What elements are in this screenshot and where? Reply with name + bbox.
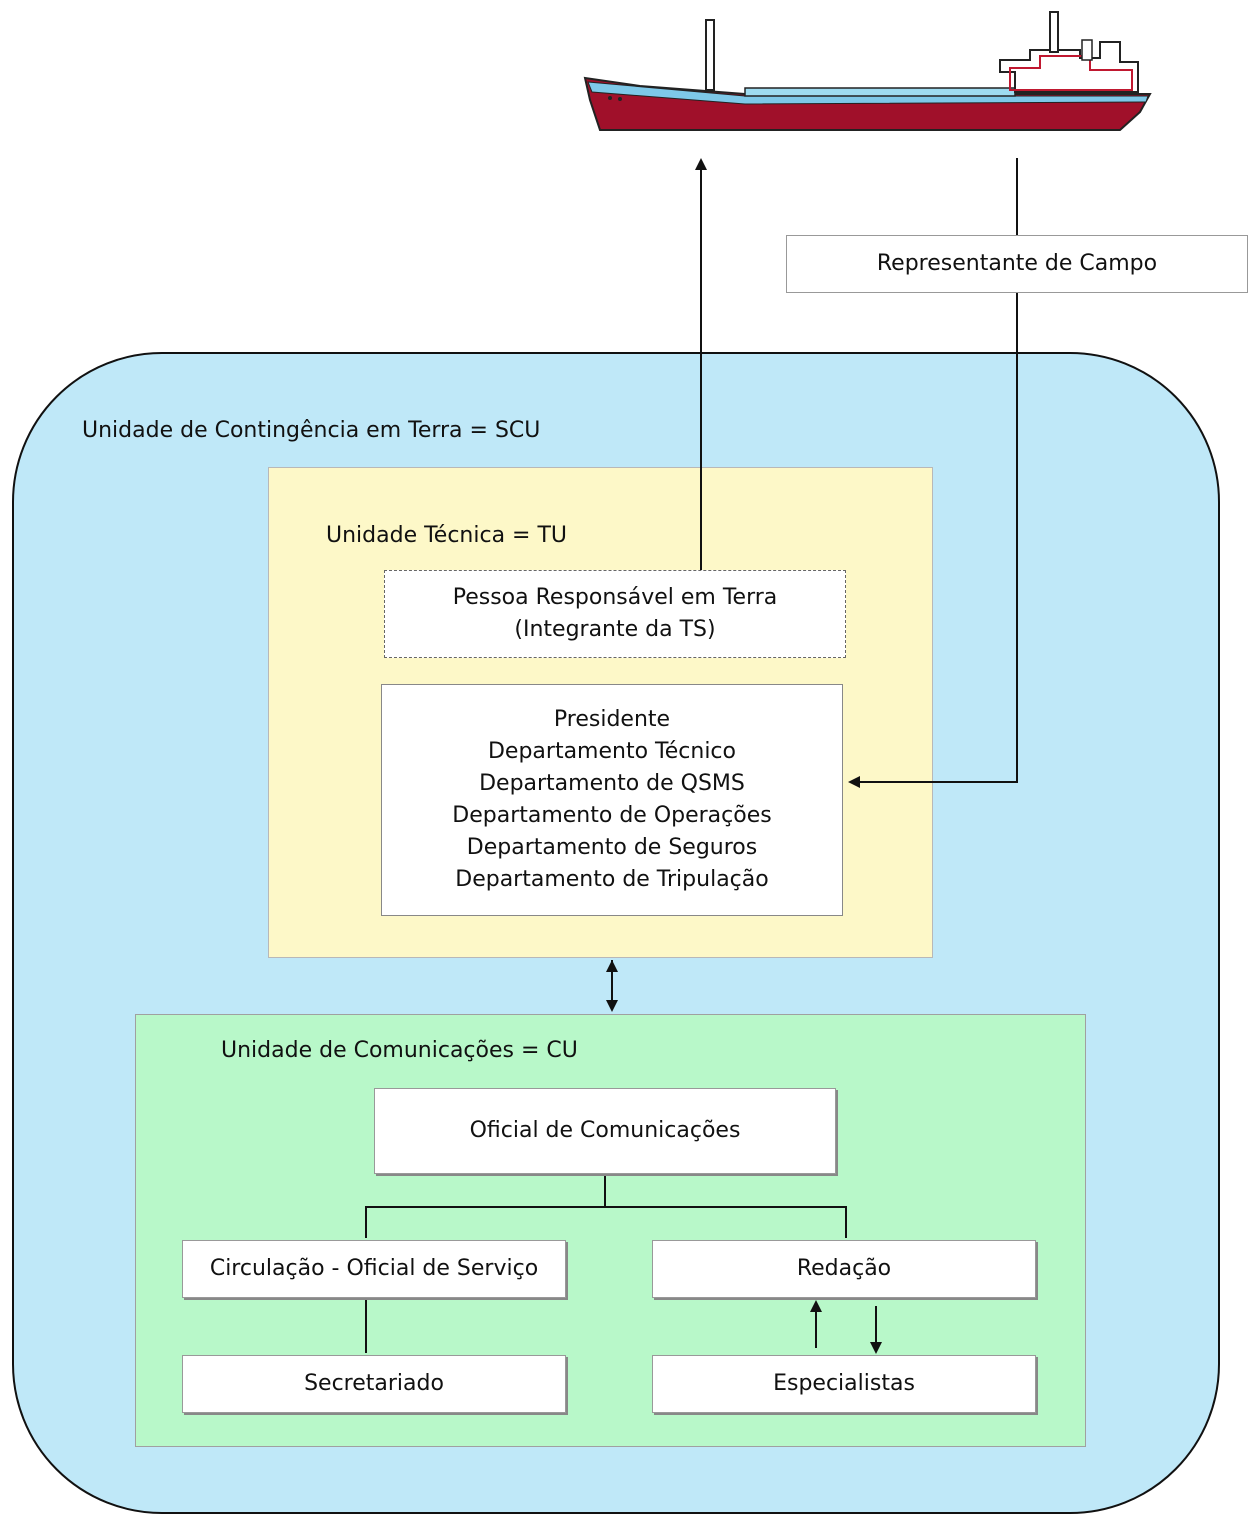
tanker-ship-icon bbox=[583, 11, 1152, 131]
tu-title: Unidade Técnica = TU bbox=[326, 523, 568, 548]
secretariat-box: Secretariado bbox=[182, 1355, 566, 1413]
department-item: Departamento de Seguros bbox=[466, 835, 758, 860]
department-item: Departamento de Operações bbox=[452, 803, 772, 828]
scu-title: Unidade de Contingência em Terra = SCU bbox=[82, 418, 541, 443]
field-representative-label: Representante de Campo bbox=[876, 251, 1158, 276]
department-item: Departamento de Tripulação bbox=[455, 867, 769, 892]
responsible-person-box: Pessoa Responsável em Terra (Integrante … bbox=[384, 570, 846, 658]
writing-label: Redação bbox=[796, 1256, 892, 1281]
communications-officer-label: Oficial de Comunicações bbox=[469, 1118, 741, 1143]
department-item: Presidente bbox=[553, 707, 671, 732]
circulation-label: Circulação - Oficial de Serviço bbox=[209, 1256, 539, 1281]
secretariat-label: Secretariado bbox=[304, 1371, 444, 1396]
responsible-person-line1: Pessoa Responsável em Terra bbox=[452, 585, 778, 610]
writing-box: Redação bbox=[652, 1240, 1036, 1298]
department-item: Departamento de QSMS bbox=[479, 771, 745, 796]
field-representative-box: Representante de Campo bbox=[786, 235, 1248, 293]
communications-officer-box: Oficial de Comunicações bbox=[374, 1088, 836, 1174]
departments-box: Presidente Departamento Técnico Departam… bbox=[381, 684, 843, 916]
specialists-label: Especialistas bbox=[773, 1371, 915, 1396]
department-item: Departamento Técnico bbox=[487, 739, 736, 764]
specialists-box: Especialistas bbox=[652, 1355, 1036, 1413]
responsible-person-line2: (Integrante da TS) bbox=[514, 617, 716, 642]
circulation-box: Circulação - Oficial de Serviço bbox=[182, 1240, 566, 1298]
cu-title: Unidade de Comunicações = CU bbox=[221, 1038, 578, 1063]
